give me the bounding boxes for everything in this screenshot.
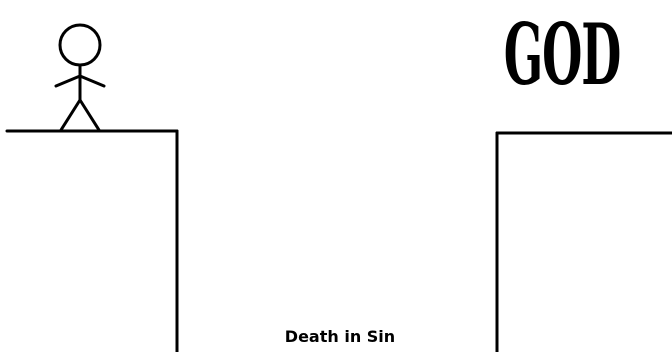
chasm-label: Death in Sin <box>250 327 430 346</box>
stick-figure-right-arm <box>80 76 104 86</box>
god-label: GOD <box>535 0 590 110</box>
left-cliff <box>7 131 177 352</box>
stick-figure-head <box>60 25 100 65</box>
stick-figure-left-arm <box>56 76 80 86</box>
right-cliff <box>497 133 672 352</box>
stick-figure-left-leg <box>61 100 80 130</box>
stick-figure-right-leg <box>80 100 99 130</box>
stick-figure-person <box>56 25 104 130</box>
